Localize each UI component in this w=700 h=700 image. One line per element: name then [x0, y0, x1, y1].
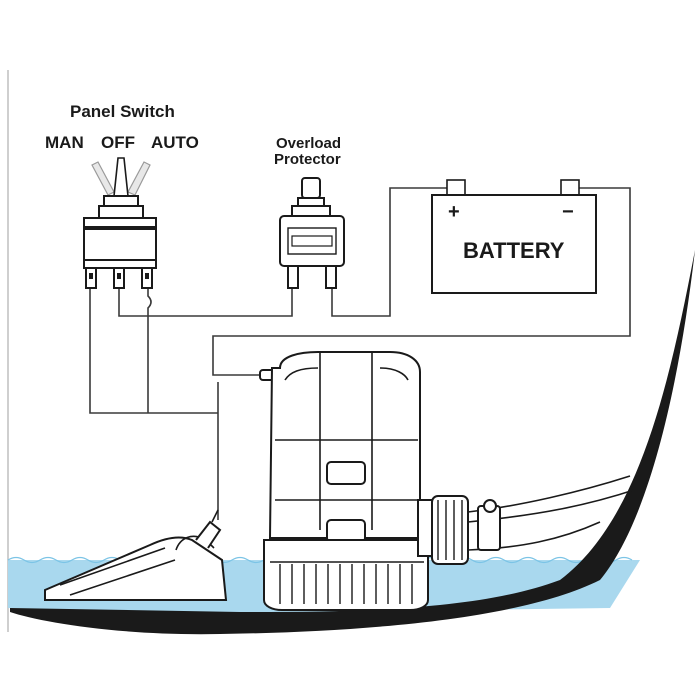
protector-label-line1: Overload: [276, 135, 341, 152]
protector-label-line2: Protector: [274, 151, 341, 168]
bilge-pump: [259, 351, 631, 611]
panel-switch: [83, 157, 157, 289]
switch-position-auto: AUTO: [151, 133, 199, 152]
overload-protector: [279, 177, 345, 289]
battery-label: BATTERY: [463, 238, 565, 263]
switch-position-off: OFF: [101, 133, 135, 152]
battery-minus-terminal: −: [562, 201, 574, 223]
battery-plus-terminal: +: [448, 201, 460, 223]
switch-position-man: MAN: [45, 133, 84, 152]
float-switch: [44, 509, 228, 601]
battery: [431, 179, 597, 294]
panel-switch-title: Panel Switch: [70, 102, 175, 121]
